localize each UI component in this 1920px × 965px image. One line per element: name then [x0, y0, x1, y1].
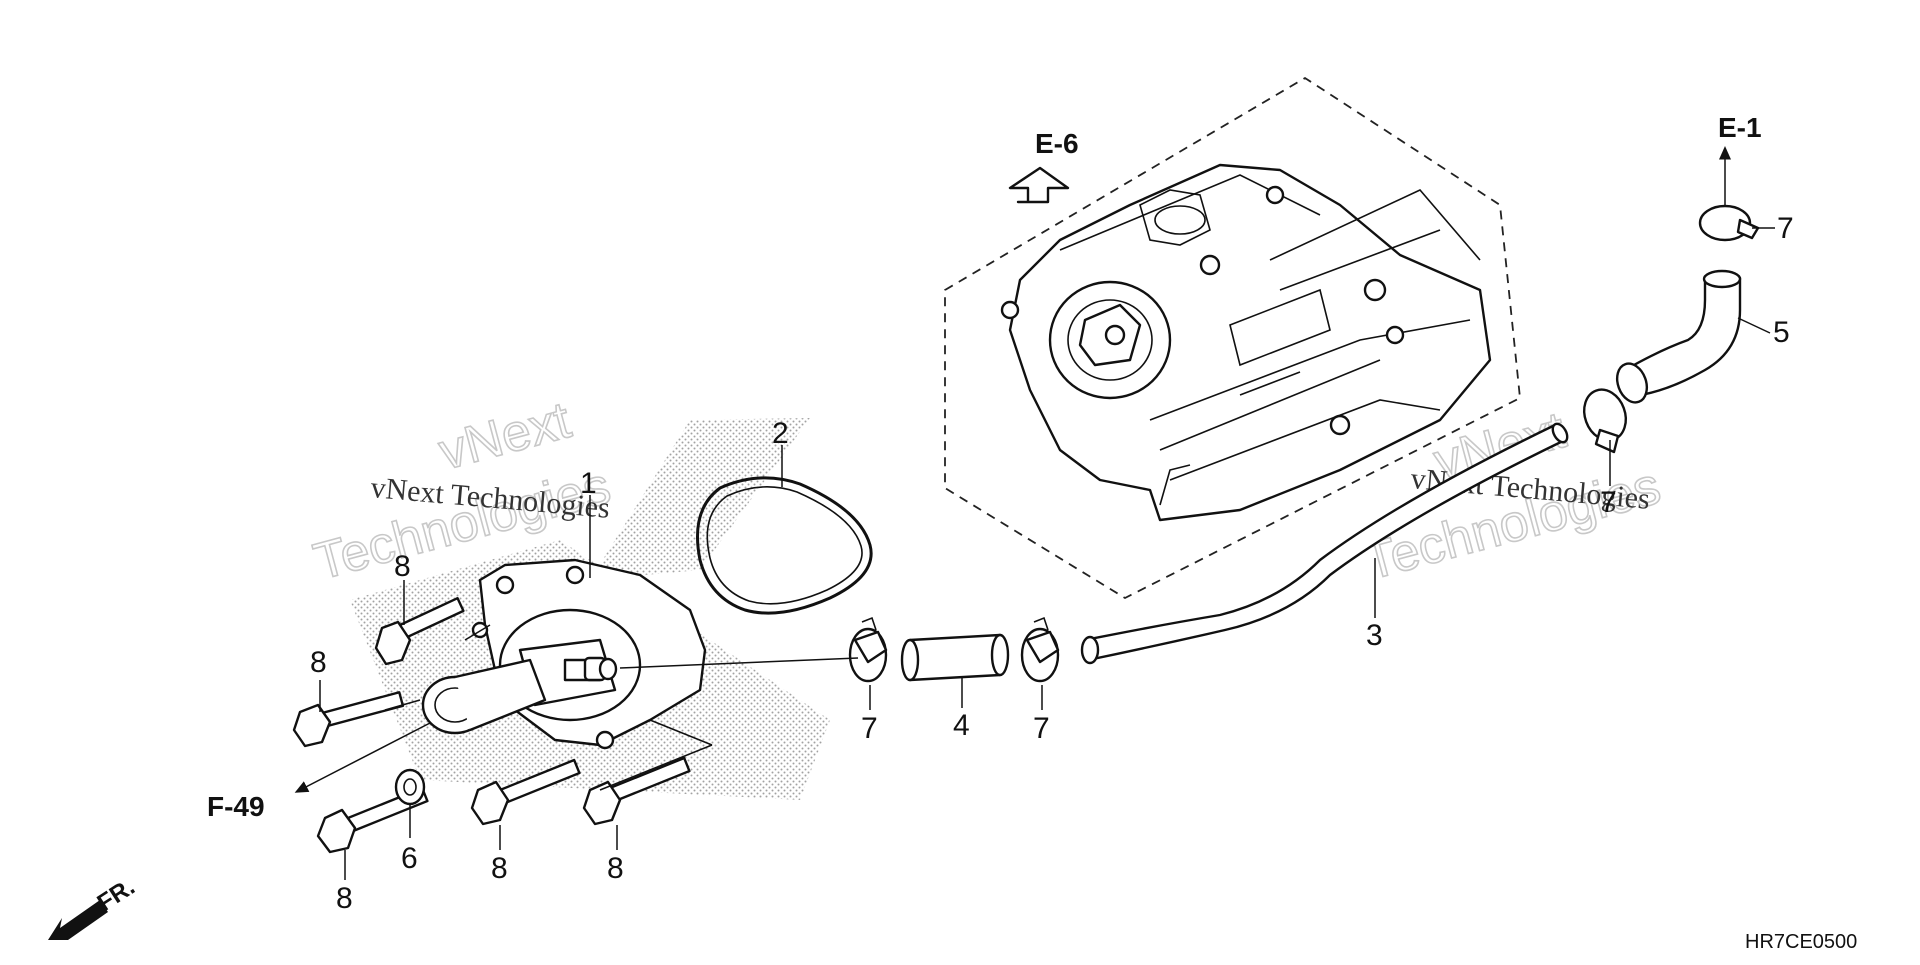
front-arrow-icon: [48, 900, 108, 940]
part-number-labels: 1 2 3 4 5 6 7 7 7 7 8 8 8 8 8: [310, 212, 1794, 915]
bolt-part-8-d: [470, 758, 581, 826]
label-part-6: 6: [401, 842, 418, 875]
label-part-7-b: 7: [1033, 712, 1050, 745]
label-part-8-e: 8: [607, 852, 624, 885]
label-part-3: 3: [1366, 619, 1383, 652]
label-part-2: 2: [772, 417, 789, 450]
e1-reference: E-1: [1718, 112, 1762, 215]
engine-boundary: [944, 76, 1521, 600]
front-indicator: FR.: [48, 873, 140, 940]
bolt-part-8-e: [582, 756, 691, 826]
label-part-4: 4: [953, 709, 970, 742]
hose-part-5: [1615, 269, 1742, 404]
label-part-8-c: 8: [336, 882, 353, 915]
label-part-7-c: 7: [1600, 486, 1617, 519]
clamp-part-7-a: [848, 616, 888, 683]
f49-label: F-49: [207, 791, 265, 822]
e6-reference: E-6: [1008, 128, 1079, 204]
leader-lines: [294, 227, 1775, 880]
e1-label: E-1: [1718, 112, 1762, 143]
bolt-part-8-a: [374, 596, 465, 666]
label-part-1: 1: [580, 467, 597, 500]
e6-arrow-icon: [1008, 166, 1070, 204]
label-part-8-d: 8: [491, 852, 508, 885]
label-part-5: 5: [1773, 316, 1790, 349]
hose-part-4: [900, 633, 1010, 682]
diagram-code: HR7CE0500: [1745, 931, 1857, 953]
engine-housing: [1000, 163, 1492, 522]
gasket-inner-edge: [706, 486, 863, 605]
label-part-8-a: 8: [394, 550, 411, 583]
label-part-7-a: 7: [861, 712, 878, 745]
pipe-part-3: [1080, 422, 1569, 665]
gasket-part-2: [696, 476, 873, 615]
watermark-vnext-left: vNext: [433, 391, 577, 482]
clamp-part-7-d: [1698, 204, 1760, 242]
clamp-part-7-c: [1583, 388, 1627, 454]
label-part-7-d: 7: [1777, 212, 1794, 245]
washer-part-6: [394, 768, 426, 806]
bolt-part-8-b: [292, 691, 405, 748]
e6-label: E-6: [1035, 128, 1079, 159]
water-pump-cover-part-1: [421, 558, 707, 750]
clamp-part-7-b: [1020, 616, 1060, 683]
label-part-8-b: 8: [310, 646, 327, 679]
